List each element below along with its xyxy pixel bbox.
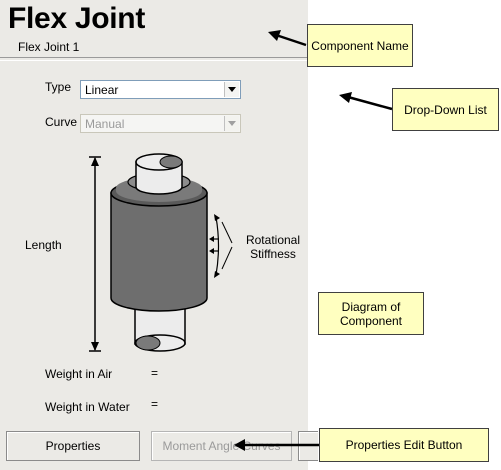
rotational-stiffness-label: Rotational Stiffness [240, 233, 306, 261]
rotational-stiffness-arrows [209, 214, 233, 278]
callout-arrow-component-name [268, 30, 307, 47]
rotational-line1: Rotational [245, 233, 301, 247]
curve-dropdown[interactable]: Manual [80, 114, 241, 133]
flex-joint-panel: Flex Joint Flex Joint 1 Type Linear Curv… [0, 0, 318, 470]
weight-air-equals: = [151, 366, 159, 380]
properties-button[interactable]: Properties [6, 431, 140, 461]
callout-diagram: Diagram of Component [318, 292, 424, 335]
callout-dropdown-list: Drop-Down List [392, 88, 499, 131]
weight-air-label: Weight in Air [45, 367, 113, 381]
type-label: Type [45, 80, 72, 94]
callout-arrow-properties [234, 439, 320, 451]
component-name: Flex Joint 1 [18, 40, 80, 54]
callout-component-name: Component Name [307, 24, 413, 67]
length-dimension [89, 156, 101, 352]
title-divider [0, 57, 308, 61]
chevron-down-icon[interactable] [224, 82, 239, 97]
top-pipe [135, 153, 183, 195]
rotational-line2: Stiffness [250, 247, 296, 261]
weight-water-equals: = [151, 397, 159, 411]
curve-value: Manual [85, 117, 125, 131]
type-dropdown[interactable]: Linear [80, 80, 241, 99]
length-label: Length [25, 238, 62, 252]
type-value: Linear [85, 83, 119, 97]
weight-water-label: Weight in Water [45, 400, 130, 414]
callout-arrow-dropdown [339, 92, 393, 111]
callout-properties-edit: Properties Edit Button [319, 428, 489, 462]
curve-label: Curve [45, 115, 78, 129]
component-title: Flex Joint [8, 2, 146, 35]
chevron-down-icon[interactable] [224, 116, 239, 131]
